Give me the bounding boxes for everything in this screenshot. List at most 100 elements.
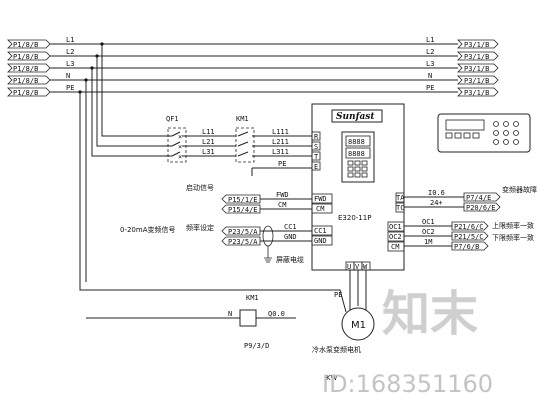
signal-tag: P21/6/C [451,221,489,231]
limit-ref: P7/6/B [454,243,479,251]
inverter-e320: Sunfast R S T E 8888 8888 [311,103,405,271]
terminal-r: R [314,133,319,141]
terminal-t: T [314,153,319,161]
bus-left-tags: P1/8/B P1/8/B P1/8/B P1/8/B P1/8/B [7,39,51,97]
terminal-oc1: OC1 [389,223,402,231]
signal-tag: P7/4/E [463,192,501,202]
bus-label-l3-left: L3 [66,60,74,68]
breaker-output-label: L31 [202,148,215,156]
limit-wire-label: OC2 [422,228,435,236]
main-bus: P1/8/B P1/8/B P1/8/B P1/8/B P1/8/B [7,36,499,97]
watermark-id: ID:168351160 [322,370,493,398]
bus-right-tag: P3/1/B [457,75,499,85]
inverter-motor-terminals: U V W [345,261,371,271]
signal-tag: P21/5/C [451,231,489,241]
freq-wire-label: GND [284,233,297,241]
shield-ellipse [262,225,274,247]
breaker-qf1: QF1 × × × L11 L21 L31 [166,115,236,163]
coil-label: KM1 [246,294,259,302]
signal-tag: P15/1/E [221,194,261,204]
inverter-keypad: 8888 8888 [341,131,375,183]
bus-left-tag-label: P1/8/B [13,89,38,97]
limit-ref: P21/6/C [454,223,484,231]
fault-wire-label: 24+ [430,199,443,207]
bus-left-tag: P1/8/B [7,39,51,49]
bus-left-tag: P1/8/B [7,75,51,85]
motor-power: KW [326,374,337,382]
bus-right-tag-label: P3/1/B [464,53,489,61]
terminal-w: W [363,263,368,271]
terminal-fwd: FWD [314,195,327,203]
bus-left-tag-label: P1/8/B [13,65,38,73]
relay-outputs: I0.6 24+ P7/4/E P20/6/E 变频器故障 OC1 OC2 1M… [404,185,537,251]
terminal-gnd: GND [314,237,327,245]
signal-ref: P23/5/A [228,228,258,236]
bus-right-tag-label: P3/1/B [464,77,489,85]
limit-ref: P21/5/C [454,233,484,241]
motor-pe-label: PE [334,291,342,299]
svg-text:×: × [178,153,182,161]
bus-label-n-left: N [66,72,70,80]
bus-left-tag: P1/8/B [7,63,51,73]
signal-tag: P23/5/A [221,226,261,236]
terminal-tc: TC [396,204,404,212]
km1-coil: KM1 N Q0.0 P9/3/D [86,294,296,350]
bus-label-l3-right: L3 [426,60,434,68]
supply-drops [79,44,330,291]
contactor-label: KM1 [236,115,249,123]
terminal-s: S [314,143,318,151]
terminal-ta: TA [396,194,405,202]
bus-right-tag: P3/1/B [457,63,499,73]
breaker-output-label: L11 [202,128,215,136]
bus-left-tag: P1/8/B [7,51,51,61]
bus-label-l2-right: L2 [426,48,434,56]
bus-label-l1-right: L1 [426,36,434,44]
bus-label-pe-left: PE [66,84,74,92]
bus-right-tag: P3/1/B [457,87,499,97]
limit-wire-label: 1M [424,238,432,246]
run-signal: 启动信号 P15/1/E P15/4/E FWD CM [186,183,312,214]
contactor-pe-label: PE [278,160,286,168]
motor-label: M1 [351,320,366,331]
signal-tag: P23/5/A [221,236,261,246]
coil-ref: P9/3/D [244,342,269,350]
terminal-oc2: OC2 [389,233,402,241]
motor-m1: PE M1 冷水泵变频电机 KW [312,270,375,382]
bus-label-l1-left: L1 [66,36,74,44]
freq-set-label: 频率设定 [186,223,214,232]
inverter-display-2: 8888 [348,150,365,158]
coil-q-label: Q0.0 [268,310,285,318]
inverter-relay-terminals: TA TC OC1 OC2 CM [387,192,405,252]
inverter-model: E320-11P [338,214,371,222]
terminal-u: U [347,263,351,271]
inverter-display: 8888 [348,138,365,146]
svg-text:×: × [178,133,182,141]
signal-tag: P15/4/E [221,204,261,214]
inverter-logo: Sunfast [336,112,375,122]
freq-wire-label: CC1 [284,223,297,231]
bus-right-tag-label: P3/1/B [464,65,489,73]
bus-lines [50,43,458,93]
watermark: 知末 ID:168351160 [322,286,493,398]
svg-text:×: × [178,143,182,151]
bus-right-tag: P3/1/B [457,51,499,61]
signal-tag: P7/6/B [451,241,489,251]
inverter-control-terminals: FWD CM CC1 GND [311,193,333,246]
fault-ref: P7/4/E [466,194,491,202]
fault-label: 变频器故障 [502,185,537,194]
run-signal-label: 启动信号 [186,183,214,192]
bus-label-n-right: N [428,72,432,80]
signal-tag: P20/6/E [463,202,501,212]
freq-signal-label: 0-20mA变频信号 [120,225,176,234]
coil-n-label: N [228,310,232,318]
fault-ref: P20/6/E [466,204,496,212]
breaker-output-label: L21 [202,138,215,146]
bus-right-tag-label: P3/1/B [464,41,489,49]
signal-ref: P15/1/E [228,196,258,204]
signal-ref: P23/5/A [228,238,258,246]
operator-panel [437,113,531,153]
bus-left-tag-label: P1/8/B [13,53,38,61]
bus-left-tag-label: P1/8/B [13,41,38,49]
